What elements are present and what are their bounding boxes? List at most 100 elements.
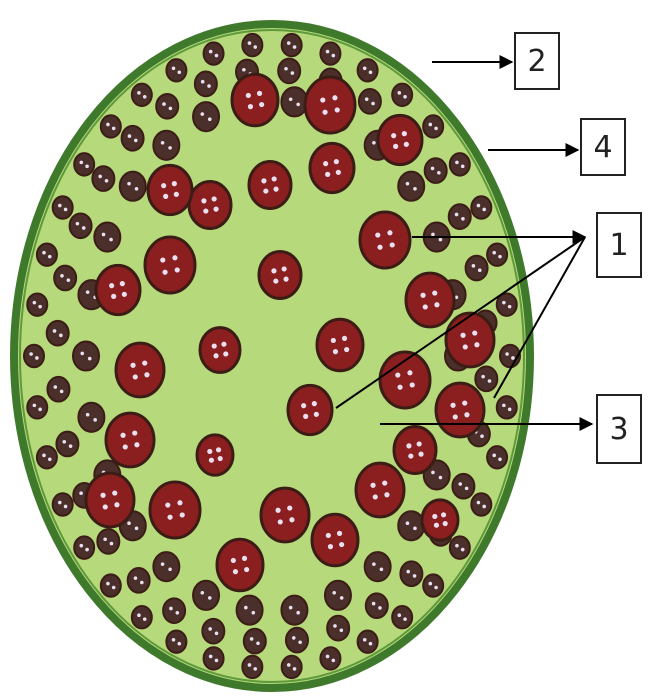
- small-vascular-bundle: [358, 59, 378, 81]
- small-vascular-bundle: [392, 84, 412, 106]
- small-vascular-bundle: [449, 204, 471, 229]
- small-vascular-bundle: [97, 529, 119, 554]
- small-vascular-bundle: [242, 656, 262, 678]
- small-vascular-bundle: [166, 631, 186, 653]
- small-vascular-bundle: [281, 596, 307, 625]
- small-vascular-bundle: [153, 552, 179, 581]
- small-vascular-bundle: [497, 396, 517, 418]
- small-vascular-bundle: [450, 153, 470, 175]
- small-vascular-bundle: [101, 115, 121, 137]
- small-vascular-bundle: [286, 628, 308, 653]
- large-vascular-bundle: [189, 181, 231, 228]
- small-vascular-bundle: [54, 266, 76, 291]
- large-vascular-bundle: [446, 313, 494, 367]
- small-vascular-bundle: [497, 293, 517, 315]
- small-vascular-bundle: [120, 172, 146, 201]
- small-vascular-bundle: [74, 536, 94, 558]
- large-vascular-bundle: [197, 435, 233, 475]
- small-vascular-bundle: [281, 87, 307, 116]
- small-vascular-bundle: [193, 581, 219, 610]
- small-vascular-bundle: [450, 536, 470, 558]
- large-vascular-bundle: [305, 77, 355, 133]
- small-vascular-bundle: [193, 102, 219, 131]
- small-vascular-bundle: [73, 341, 99, 370]
- small-vascular-bundle: [70, 213, 92, 238]
- small-vascular-bundle: [37, 243, 57, 265]
- small-vascular-bundle: [37, 446, 57, 468]
- small-vascular-bundle: [47, 321, 69, 346]
- small-vascular-bundle: [365, 552, 391, 581]
- small-vascular-bundle: [466, 256, 488, 281]
- small-vascular-bundle: [74, 153, 94, 175]
- small-vascular-bundle: [53, 196, 73, 218]
- small-vascular-bundle: [27, 293, 47, 315]
- small-vascular-bundle: [325, 581, 351, 610]
- small-vascular-bundle: [392, 606, 412, 628]
- small-vascular-bundle: [242, 34, 262, 56]
- large-vascular-bundle: [356, 463, 404, 517]
- small-vascular-bundle: [358, 631, 378, 653]
- small-vascular-bundle: [156, 94, 178, 119]
- small-vascular-bundle: [320, 42, 340, 64]
- large-vascular-bundle: [259, 251, 301, 298]
- large-vascular-bundle: [422, 500, 458, 540]
- small-vascular-bundle: [366, 593, 388, 618]
- large-vascular-bundle: [394, 426, 436, 473]
- small-vascular-bundle: [204, 42, 224, 64]
- large-vascular-bundle: [106, 413, 154, 467]
- small-vascular-bundle: [400, 561, 422, 586]
- small-vascular-bundle: [122, 126, 144, 151]
- small-vascular-bundle: [398, 511, 424, 540]
- small-vascular-bundle: [132, 84, 152, 106]
- small-vascular-bundle: [425, 158, 447, 183]
- small-vascular-bundle: [132, 606, 152, 628]
- large-vascular-bundle: [148, 165, 192, 214]
- large-vascular-bundle: [312, 514, 358, 566]
- large-vascular-bundle: [217, 539, 263, 591]
- large-vascular-bundle: [150, 482, 200, 538]
- small-vascular-bundle: [92, 166, 114, 191]
- large-vascular-bundle: [145, 237, 195, 293]
- small-vascular-bundle: [47, 377, 69, 402]
- small-vascular-bundle: [101, 574, 121, 596]
- small-vascular-bundle: [56, 432, 78, 457]
- small-vascular-bundle: [24, 345, 44, 367]
- label-3-text: 3: [609, 412, 628, 447]
- large-vascular-bundle: [317, 319, 363, 371]
- small-vascular-bundle: [166, 59, 186, 81]
- small-vascular-bundle: [27, 396, 47, 418]
- small-vascular-bundle: [487, 243, 507, 265]
- small-vascular-bundle: [244, 629, 266, 654]
- small-vascular-bundle: [471, 196, 491, 218]
- small-vascular-bundle: [320, 647, 340, 669]
- label-1-box: 1: [596, 212, 642, 278]
- large-vascular-bundle: [232, 74, 278, 126]
- large-vascular-bundle: [86, 473, 134, 527]
- small-vascular-bundle: [471, 493, 491, 515]
- large-vascular-bundle: [436, 383, 484, 437]
- large-vascular-bundle: [200, 328, 240, 373]
- small-vascular-bundle: [204, 647, 224, 669]
- label-3-box: 3: [596, 394, 642, 464]
- small-vascular-bundle: [282, 656, 302, 678]
- small-vascular-bundle: [359, 89, 381, 114]
- label-2-box: 2: [514, 32, 560, 90]
- label-4-box: 4: [580, 118, 626, 176]
- large-vascular-bundle: [116, 343, 164, 397]
- small-vascular-bundle: [398, 172, 424, 201]
- label-2-text: 2: [527, 44, 546, 79]
- large-vascular-bundle: [310, 143, 354, 192]
- large-vascular-bundle: [360, 212, 410, 268]
- small-vascular-bundle: [153, 131, 179, 160]
- large-vascular-bundle: [249, 161, 291, 208]
- small-vascular-bundle: [128, 568, 150, 593]
- label-4-text: 4: [593, 130, 612, 165]
- small-vascular-bundle: [423, 574, 443, 596]
- small-vascular-bundle: [475, 367, 497, 392]
- large-vascular-bundle: [288, 385, 332, 434]
- small-vascular-bundle: [487, 446, 507, 468]
- small-vascular-bundle: [53, 493, 73, 515]
- large-vascular-bundle: [378, 115, 422, 164]
- small-vascular-bundle: [282, 34, 302, 56]
